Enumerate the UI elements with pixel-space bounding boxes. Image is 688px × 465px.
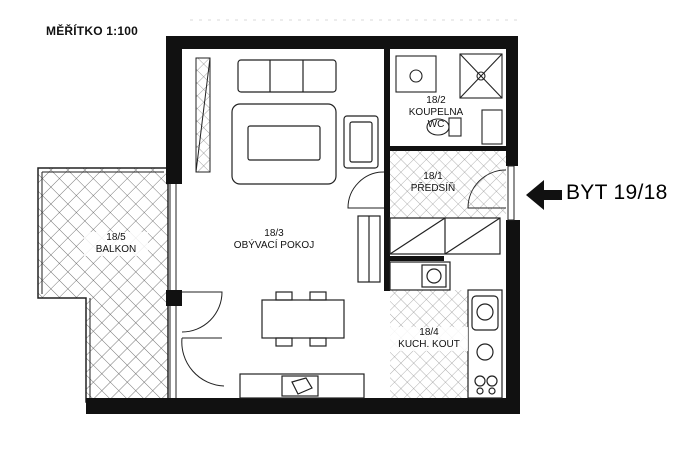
scale-label: MĚŘÍTKO 1:100 xyxy=(46,24,138,38)
entrance-arrow-icon xyxy=(526,180,562,210)
room-label-living: 18/3 OBÝVACÍ POKOJ xyxy=(214,228,334,252)
dining-table xyxy=(261,291,345,347)
sofa xyxy=(237,59,337,93)
room-label-kitchen: 18/4 KUCH. KOUT xyxy=(390,327,468,351)
bathroom-fixtures xyxy=(395,53,503,145)
balcony-door xyxy=(181,291,225,387)
armchair xyxy=(343,115,379,169)
tv-unit xyxy=(357,215,381,283)
room-label-hall: 18/1 PŘEDSÍŇ xyxy=(396,171,470,195)
balcony-name: BALKON xyxy=(84,244,148,256)
living-code: 18/3 xyxy=(264,228,284,239)
kitchen-name: KUCH. KOUT xyxy=(390,339,468,351)
interior-walls xyxy=(384,49,506,291)
living-name: OBÝVACÍ POKOJ xyxy=(233,240,315,251)
room-label-bathroom: 18/2 KOUPELNA WC xyxy=(394,95,478,131)
hall-floor xyxy=(390,151,506,218)
kitchen-code: 18/4 xyxy=(390,327,468,339)
room-label-balcony: 18/5 BALKON xyxy=(84,232,148,256)
balcony-code: 18/5 xyxy=(84,232,148,244)
kitchen-counters xyxy=(389,261,503,399)
living-hall-door xyxy=(347,171,385,209)
balcony xyxy=(37,167,169,403)
outer-walls xyxy=(86,36,520,414)
unit-label: BYT 19/18 xyxy=(566,181,668,204)
bottom-cabinet xyxy=(239,373,365,399)
hall-code: 18/1 xyxy=(423,171,443,182)
bathroom-code: 18/2 xyxy=(426,95,446,106)
coffee-table xyxy=(231,103,337,185)
hall-name: PŘEDSÍŇ xyxy=(410,183,456,194)
balcony-window xyxy=(169,184,177,398)
bathroom-sub: WC xyxy=(427,119,445,130)
bathroom-name: KOUPELNA xyxy=(408,107,464,118)
hall-wardrobe xyxy=(389,217,501,255)
